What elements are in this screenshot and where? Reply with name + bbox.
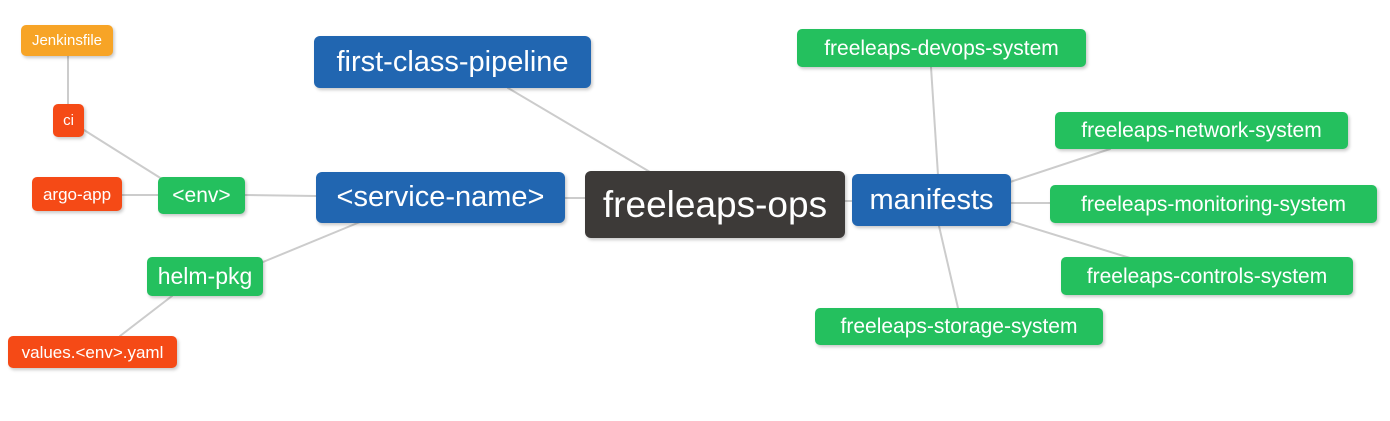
node-manifests[interactable]: manifests bbox=[852, 174, 1011, 226]
node-service-name[interactable]: <service-name> bbox=[316, 172, 565, 223]
node-freeleaps-devops-system[interactable]: freeleaps-devops-system bbox=[797, 29, 1086, 67]
edge-manifests-devops-system bbox=[930, 66, 939, 176]
node-freeleaps-controls-system[interactable]: freeleaps-controls-system bbox=[1061, 257, 1353, 295]
node-jenkinsfile[interactable]: Jenkinsfile bbox=[21, 25, 113, 56]
node-freeleaps-ops[interactable]: freeleaps-ops bbox=[585, 171, 845, 238]
node-ci[interactable]: ci bbox=[53, 104, 84, 137]
node-freeleaps-network-system[interactable]: freeleaps-network-system bbox=[1055, 112, 1348, 149]
node-freeleaps-monitoring-system[interactable]: freeleaps-monitoring-system bbox=[1050, 185, 1377, 223]
node-env[interactable]: <env> bbox=[158, 177, 245, 214]
node-first-class-pipeline[interactable]: first-class-pipeline bbox=[314, 36, 591, 88]
node-helm-pkg[interactable]: helm-pkg bbox=[147, 257, 263, 296]
node-argo-app[interactable]: argo-app bbox=[32, 177, 122, 211]
edge-manifests-storage-system bbox=[938, 225, 959, 309]
edge-manifests-controls-system bbox=[1009, 220, 1131, 259]
edge-env-service-name bbox=[244, 194, 317, 197]
node-values-env-yaml[interactable]: values.<env>.yaml bbox=[8, 336, 177, 368]
edge-values-helm-pkg bbox=[119, 295, 173, 337]
edge-helm-pkg-service-name bbox=[262, 221, 361, 263]
edge-manifests-network-system bbox=[1009, 148, 1111, 183]
edge-ci-env bbox=[83, 129, 163, 180]
edge-pipeline-freeleaps-ops bbox=[507, 87, 651, 173]
node-freeleaps-storage-system[interactable]: freeleaps-storage-system bbox=[815, 308, 1103, 345]
